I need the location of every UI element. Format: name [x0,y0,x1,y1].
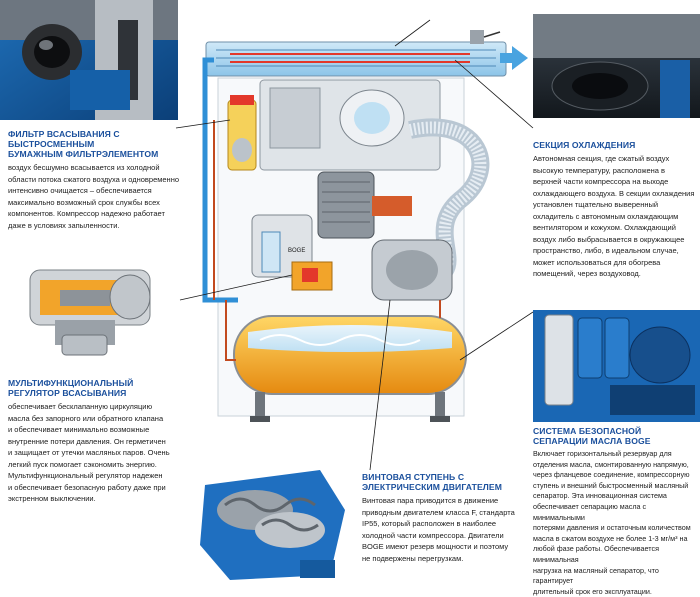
callout-cooling-text: Автономная секция, где сжатый воздух выс… [533,153,700,280]
text-line: пространство, либо, в идеальном случае, [533,246,679,255]
text-line: интенсивно очищается – обеспечивается [8,186,152,195]
text-line: компонентов. Компрессор надежно работает [8,209,165,218]
text-line: и обеспечивает минимально возможные [8,425,150,434]
brand-label: BOGE [288,248,305,254]
screw-stage-photo [180,455,355,596]
callout-suction-filter-title-1: ФИЛЬТР ВСАСЫВАНИЯ С БЫСТРОСМЕННЫМ [8,129,120,149]
text-line: не подвержены перегрузкам. [362,553,464,563]
oil-separation-photo [533,310,700,422]
text-line: масла без запорного или обратного клапан… [8,413,164,423]
callout-regulator-title-2: РЕГУЛЯТОР ВСАСЫВАНИЯ [8,388,127,398]
text-line: отделения масла, смонтированную напрямую… [533,459,689,469]
callout-screw-title-2: ЭЛЕКТРИЧЕСКИМ ДВИГАТЕЛЕМ [362,482,503,492]
callout-screw-title-1: ВИНТОВАЯ СТУПЕНЬ С [362,472,465,482]
callout-separation-title-1: СИСТЕМА БЕЗОПАСНОЙ [533,426,642,436]
callout-suction-regulator: МУЛЬТИФУНКЦИОНАЛЬНЫЙ РЕГУЛЯТОР ВСАСЫВАНИ… [8,378,188,505]
callout-cooling-section: СЕКЦИЯ ОХЛАЖДЕНИЯ Автономная секция, где… [533,140,700,280]
text-line: внутренние потери давления. Он герметиче… [8,436,166,446]
text-line: обеспечивает бесклапанную циркуляцию [8,402,153,411]
text-line: области потока сжатого воздуха и одновре… [8,174,180,184]
callout-regulator-text: обеспечивает бесклапанную циркуляцию мас… [8,401,188,505]
text-line: нагрузка на масляный сепаратор, что гара… [533,565,659,586]
callout-suction-filter-title-2: БУМАЖНЫМ ФИЛЬТРЭЛЕМЕНТОМ [8,149,159,159]
callout-separation-text: Включает горизонтальный резервуар для от… [533,449,700,597]
compressor-schematic: BOGE [202,30,528,422]
text-line: и обеспечивает безопасную работу даже пр… [8,482,166,492]
text-line: верхней части компрессора на выходе [533,177,669,186]
text-line: обеспечивает сепарацию масла с минимальн… [533,501,647,522]
text-line: вентилятором и кожухом. Охлаждающий [533,223,676,232]
text-line: помещений, через воздуховод. [533,269,641,278]
text-line: максимально возможный срок службы всех [8,197,160,207]
leader-lines [175,19,534,471]
suction-filter-photo [0,0,178,120]
suction-regulator-photo [4,250,182,370]
text-line: масла в сжатом воздухе не более 1-3 мг/м… [533,533,688,543]
text-line: установлен тщательно выверенный [533,200,659,209]
text-line: приводным двигателем класса F, стандарта [362,507,515,517]
text-line: экстренном выключении. [8,494,96,503]
text-line: BOGE имеют резерв мощности и поэтому [362,542,509,551]
callout-screw-stage: ВИНТОВАЯ СТУПЕНЬ С ЭЛЕКТРИЧЕСКИМ ДВИГАТЕ… [362,472,530,564]
text-line: ступень и внешний быстросменный масляный [533,480,689,490]
text-line: Автономная секция, где сжатый воздух [533,154,670,163]
text-line: воздух бесшумно всасывается из холодной [8,163,160,172]
text-line: потерями давления и остаточным количеств… [533,523,691,533]
callout-screw-text: Винтовая пара приводится в движение прив… [362,495,530,564]
callout-regulator-title-1: МУЛЬТИФУНКЦИОНАЛЬНЫЙ [8,378,134,388]
callout-suction-filter-text: воздух бесшумно всасывается из холодной … [8,162,204,231]
text-line: через фланцевое соединение, компрессорну… [533,470,690,480]
text-line: холодной части компрессора. Двигатели [362,530,504,540]
text-line: охлаждающего воздуха. В секции охлаждени… [533,188,695,198]
text-line: любой фазе работы. Обеспечивается минима… [533,544,659,564]
text-line: Мультифункциональный регулятор надежен [8,471,163,480]
text-line: и защищает от утечки масляных паров. Оче… [8,448,170,457]
callout-oil-separation: СИСТЕМА БЕЗОПАСНОЙ СЕПАРАЦИИ МАСЛА BOGE … [533,426,700,597]
text-line: IP55, который расположен в наиболее [362,519,497,528]
callout-suction-filter: ФИЛЬТР ВСАСЫВАНИЯ С БЫСТРОСМЕННЫМ БУМАЖН… [8,129,204,231]
text-line: Включает горизонтальный резервуар для [533,449,672,458]
text-line: воздух либо выбрасывается в окружающее [533,234,685,244]
text-line: сепаратор. Эта инновационная система [533,491,667,501]
callout-cooling-title: СЕКЦИЯ ОХЛАЖДЕНИЯ [533,140,636,150]
text-line: Винтовая пара приводится в движение [362,496,499,505]
cooling-section-photo [533,14,700,118]
text-line: может использоваться для обогрева [533,257,661,267]
text-line: охладитель с автономным охлаждающим [533,211,679,221]
text-line: легкий пуск помогает сэкономить энергию. [8,459,157,469]
text-line: даже в условиях запыленности. [8,220,120,230]
text-line: длительный срок его эксплуатации. [533,586,652,596]
text-line: высокую температуру, расположена в [533,165,666,175]
callout-separation-title-2: СЕПАРАЦИИ МАСЛА BOGE [533,436,651,446]
